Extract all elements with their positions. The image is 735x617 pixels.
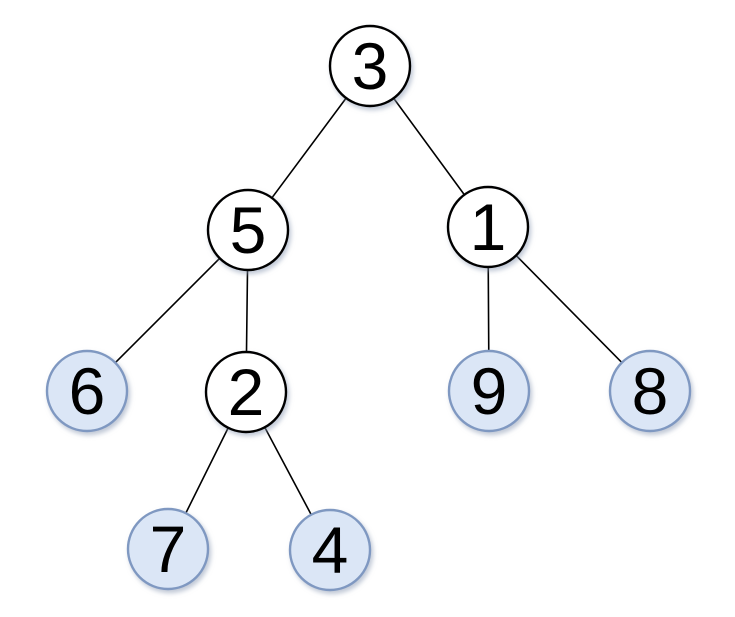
node-label: 1 xyxy=(470,190,507,264)
node-circle xyxy=(204,350,288,434)
tree-node-9: 9 xyxy=(447,349,531,433)
tree-node-1: 1 xyxy=(446,185,530,269)
tree-node-4: 4 xyxy=(288,508,372,592)
node-label: 5 xyxy=(230,193,267,267)
tree-node-3: 3 xyxy=(328,24,412,108)
node-circle xyxy=(328,24,412,108)
tree-node-8: 8 xyxy=(608,349,692,433)
node-label: 4 xyxy=(312,513,349,587)
node-label: 6 xyxy=(69,354,106,428)
node-label: 7 xyxy=(150,512,187,586)
node-layer: 3 5 1 6 2 9 8 7 4 xyxy=(45,24,692,592)
tree-node-2: 2 xyxy=(204,350,288,434)
tree-node-6: 6 xyxy=(45,349,129,433)
node-label: 8 xyxy=(632,354,669,428)
edge-layer xyxy=(86,65,651,551)
node-label: 3 xyxy=(352,29,389,103)
node-label: 9 xyxy=(471,354,508,428)
node-circle xyxy=(288,508,372,592)
node-circle xyxy=(45,349,129,433)
node-circle xyxy=(446,185,530,269)
node-circle xyxy=(447,349,531,433)
node-circle xyxy=(608,349,692,433)
node-circle xyxy=(126,507,210,591)
tree-node-5: 5 xyxy=(206,188,290,272)
node-label: 2 xyxy=(228,355,265,429)
node-circle xyxy=(206,188,290,272)
tree-node-7: 7 xyxy=(126,507,210,591)
